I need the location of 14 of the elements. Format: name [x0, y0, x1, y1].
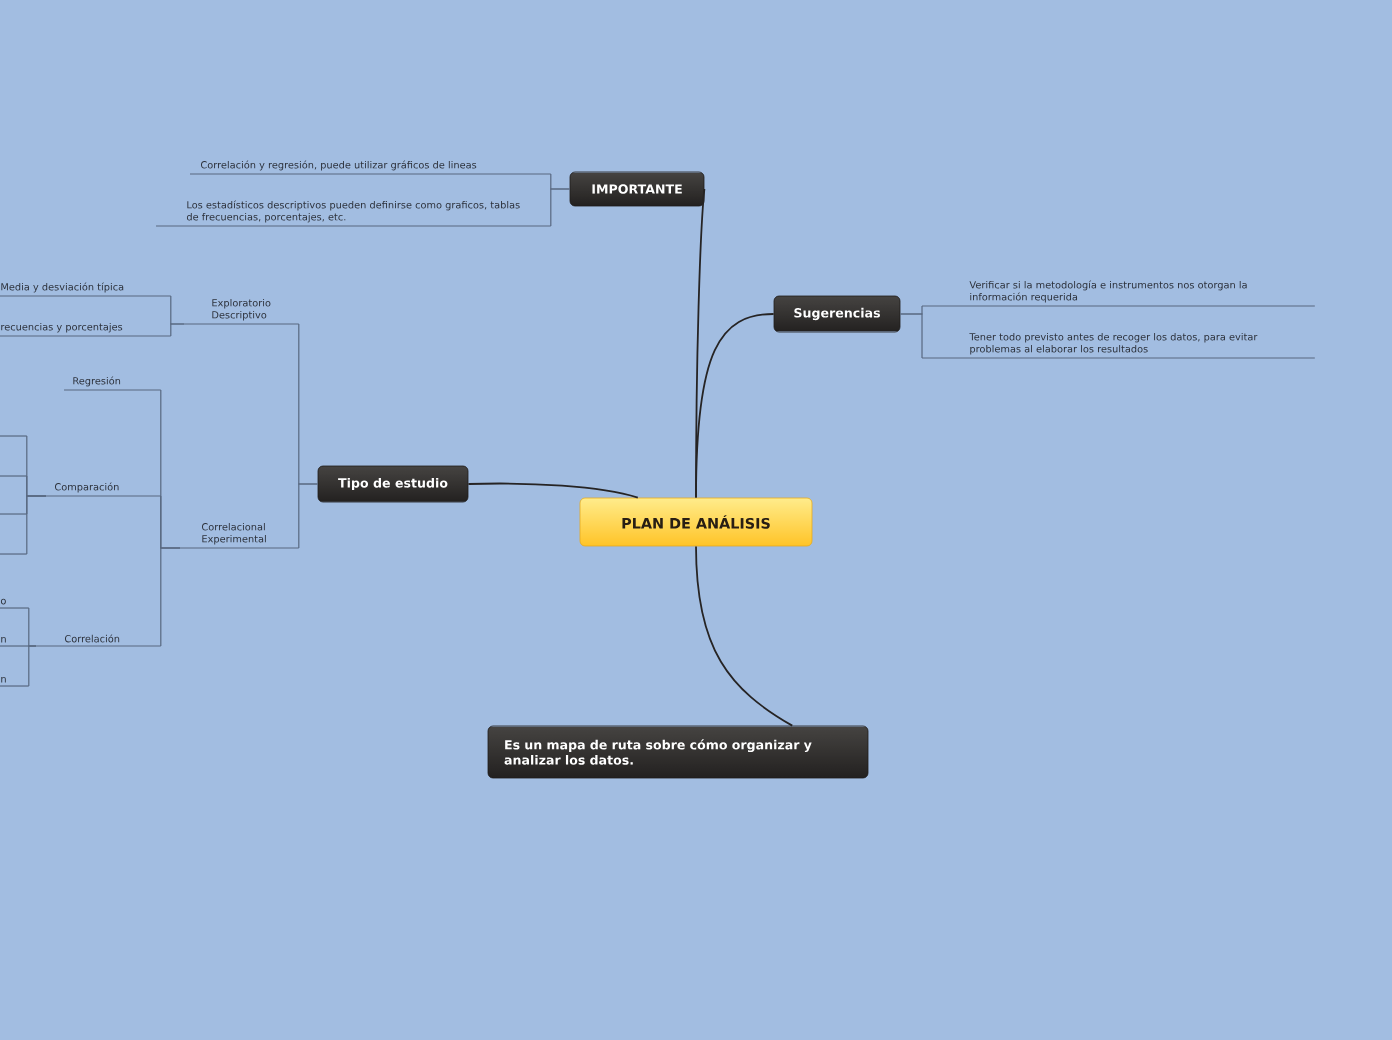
- connector-line: [160, 547, 181, 647]
- connector-line: [28, 645, 37, 687]
- connector-line: [467, 482, 639, 499]
- connector-line: [695, 313, 775, 499]
- branch-line: [0, 435, 28, 437]
- connector-line: [899, 313, 923, 359]
- branch-line: [0, 513, 28, 515]
- connector-line: [695, 545, 794, 727]
- connector-line: [298, 483, 319, 549]
- connector-line: [170, 323, 185, 337]
- connector-line: [26, 495, 47, 555]
- connector-line: [550, 188, 571, 227]
- branch-line: [0, 553, 28, 555]
- branch-line: [0, 475, 28, 477]
